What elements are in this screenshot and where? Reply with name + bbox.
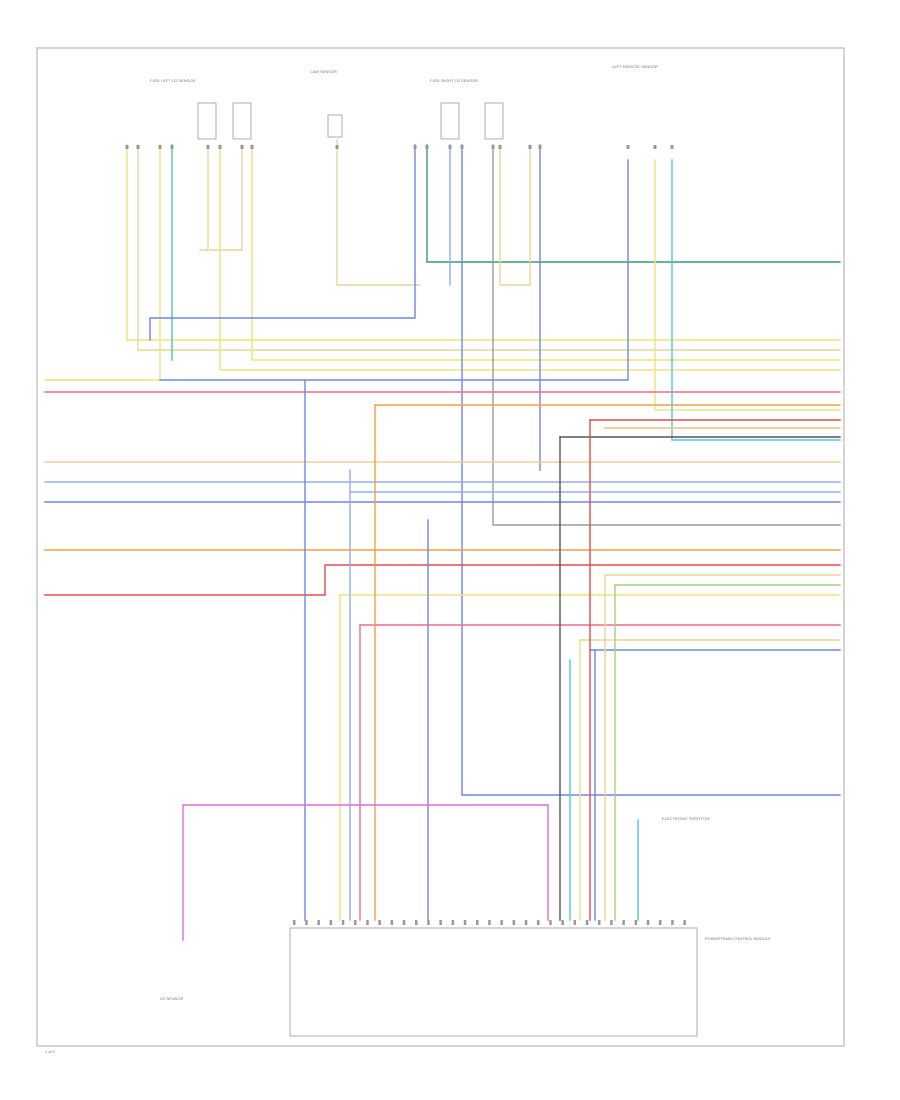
sensor-pin	[218, 145, 222, 149]
sensor-pin	[413, 145, 417, 149]
wire-yellow-1	[126, 144, 841, 341]
wire-blue-remote-1	[159, 159, 629, 381]
sensor-pin	[528, 145, 532, 149]
sensor-pin	[626, 145, 630, 149]
pcm-pin	[366, 920, 369, 925]
pcm-pin	[524, 920, 528, 925]
wire-yellow-2	[44, 144, 161, 381]
pcm-pin	[317, 920, 320, 925]
pcm-pin	[329, 920, 333, 925]
sensor-pin	[158, 145, 162, 149]
pcm-pin	[646, 920, 650, 925]
sensor-pin	[653, 145, 657, 149]
pcm-pin	[427, 920, 430, 925]
pcm-pin	[610, 920, 613, 925]
pcm-pin	[622, 920, 625, 925]
pcm-pin	[463, 920, 467, 925]
right-o2-sensor-label: FUEL RIGHT O2 SENSOR	[430, 78, 478, 83]
pcm-pin	[305, 920, 308, 925]
left-remote-sensor-label: LEFT REMOTE SENSOR	[612, 64, 658, 69]
sensor-pin	[170, 145, 174, 149]
cam-sensor-label: CAM SENSOR	[310, 69, 337, 74]
wire-tan-2	[199, 144, 209, 251]
sensor-pin	[448, 145, 452, 149]
sensor-pin	[335, 145, 339, 149]
pcm-pin	[537, 920, 540, 925]
wire-yellow-remote-2	[654, 159, 841, 411]
wire-red-main	[44, 564, 841, 596]
pcm-pin	[488, 920, 491, 925]
wire-tan-cam	[336, 139, 421, 286]
bottom-note: ELECTRONIC THROTTLE	[662, 816, 710, 821]
wire-cyan-remote-3	[671, 159, 841, 441]
left-o2-sensor-label: FUEL LEFT O2 SENSOR	[150, 78, 195, 83]
wire-blue-o2-1	[149, 144, 416, 341]
left-remote-sensor-connector: LEFT REMOTE SENSOR	[612, 64, 658, 69]
pcm-pin	[671, 920, 674, 925]
pcm-pin	[549, 920, 552, 925]
pcm-pin	[585, 920, 589, 925]
pcm-pin	[683, 920, 686, 925]
pcm-pin	[402, 920, 406, 925]
pcm-pin	[354, 920, 357, 925]
pcm-pin	[659, 920, 662, 925]
sensor-pin	[125, 145, 129, 149]
wire-tan-3	[209, 144, 243, 251]
cam-sensor-connector: CAM SENSOR	[310, 69, 343, 138]
pcm-pin	[634, 920, 638, 925]
sensor-pin	[136, 145, 140, 149]
sensor-pin	[538, 145, 542, 149]
sensor-pin	[240, 145, 244, 149]
pcm-pin	[451, 920, 455, 925]
pcm-pin	[598, 920, 601, 925]
pcm-pin	[293, 920, 296, 925]
right-o2-sensor-connector: FUEL RIGHT O2 SENSOR	[430, 78, 504, 140]
pcm-pin	[378, 920, 381, 925]
wire-group	[44, 139, 841, 941]
wire-yellow-3	[219, 144, 841, 371]
pcm-pin	[573, 920, 577, 925]
pcm-pin	[341, 920, 345, 925]
pcm-block: POWERTRAIN CONTROL MODULE	[289, 927, 771, 1037]
pcm-label: POWERTRAIN CONTROL MODULE	[705, 936, 771, 941]
wire-green-main	[426, 144, 841, 263]
wire-magenta-main	[182, 804, 549, 941]
wire-tan-1	[137, 144, 841, 351]
page-label: 1 of 2	[45, 1049, 56, 1054]
wire-blue-o2-3	[461, 144, 841, 796]
sensor-pin	[670, 145, 674, 149]
diagram-frame	[36, 47, 845, 1047]
pcm-pin	[476, 920, 479, 925]
sensor-pin	[498, 145, 502, 149]
pcm-pin	[500, 920, 503, 925]
sensor-pin	[460, 145, 464, 149]
sensor-pin	[250, 145, 254, 149]
left-o2-sensor-connector: FUEL LEFT O2 SENSOR	[150, 78, 252, 140]
pcm-outline	[289, 927, 698, 1037]
sensor-pin	[425, 145, 429, 149]
wire-gray-o2-5	[492, 144, 841, 526]
lower-left-label: O2 SENSOR	[160, 996, 183, 1001]
pcm-pin	[512, 920, 516, 925]
pcm-pin	[439, 920, 442, 925]
pcm-pin	[415, 920, 418, 925]
sensor-pin	[491, 145, 495, 149]
wire-yellow-4	[251, 144, 841, 361]
pcm-pin	[561, 920, 564, 925]
sensor-pin	[206, 145, 210, 149]
wire-tan-o2-4	[499, 144, 531, 286]
pcm-pin	[390, 920, 394, 925]
